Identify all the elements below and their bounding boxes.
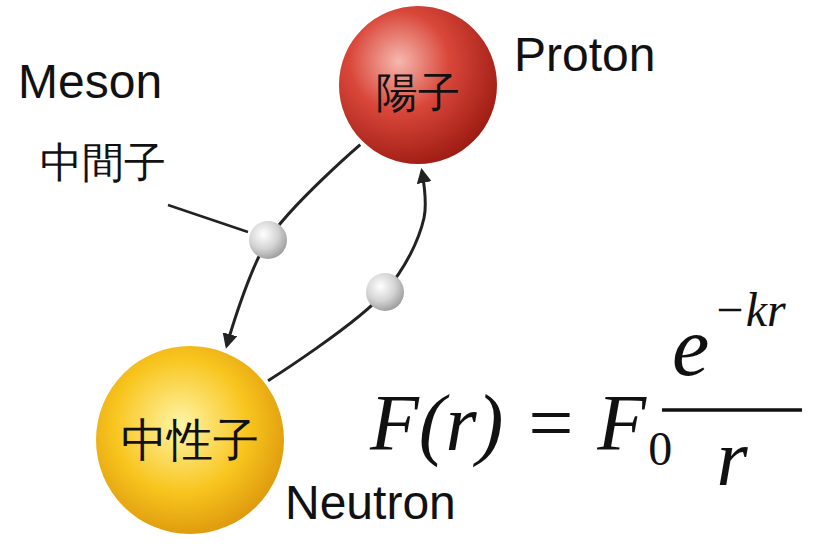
particle-sphere: 中性子Neutron: [95, 345, 285, 535]
leader-line: [168, 205, 248, 232]
formula-denominator: r: [716, 418, 747, 498]
fraction-bar: [662, 408, 802, 412]
particle-heading: Proton: [514, 31, 655, 79]
particle-name: 中性子: [121, 417, 259, 463]
particle-sphere: 陽子Proton: [338, 5, 498, 165]
formula-superscript: −kr: [713, 286, 785, 334]
exchange-arrow: [227, 145, 361, 346]
formula-text: F(r) = F: [370, 383, 646, 463]
exchange-arrow: [268, 171, 425, 381]
sphere-shape: [96, 346, 284, 534]
label-text: 中間子: [40, 142, 166, 184]
particle-name: 陽子: [376, 72, 460, 114]
particle-heading: Neutron: [285, 479, 456, 527]
sphere-shape: [339, 6, 497, 164]
formula-subscript: 0: [648, 425, 672, 473]
formula-numerator: e: [672, 305, 709, 389]
meson-ball: [366, 273, 404, 311]
label-text: Meson: [18, 58, 162, 106]
meson-ball: [249, 221, 287, 259]
